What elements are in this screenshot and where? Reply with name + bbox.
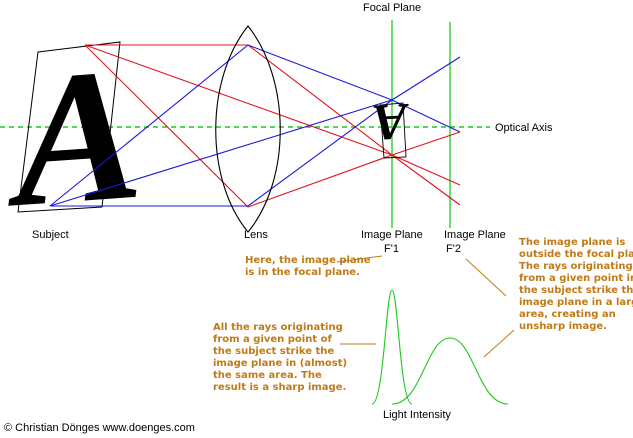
sharp-note-line: result is a sharp image. xyxy=(213,382,346,393)
f2-label: F'2 xyxy=(446,243,461,255)
outside-note-line: outside the focal plane. xyxy=(519,249,633,260)
outside-note-line: image plane in a larger xyxy=(519,297,633,308)
copyright-label: © Christian Dönges www.doenges.com xyxy=(4,422,195,434)
focal-plane-label: Focal Plane xyxy=(363,2,421,14)
focal-note-line: Here, the image plane xyxy=(245,255,371,266)
light-intensity-label: Light Intensity xyxy=(383,409,451,421)
outside-note-leader xyxy=(465,258,507,297)
sharp-note-line: image plane in (almost) xyxy=(213,358,347,369)
outside-note-line: unsharp image. xyxy=(519,321,607,332)
lens-label: Lens xyxy=(244,229,268,241)
focal-note-line: is in the focal plane. xyxy=(245,267,360,278)
outside-note-line: area, creating an xyxy=(519,309,616,320)
outside-note-line: from a given point in xyxy=(519,273,633,284)
sharp-note-line: the subject strike the xyxy=(213,346,334,357)
sharp-note-line: the same area. The xyxy=(213,370,322,381)
image-plane-2-label: Image Plane xyxy=(444,229,506,241)
red-rays xyxy=(84,44,461,208)
focal-note: Here, the image plane is in the focal pl… xyxy=(245,255,374,278)
image-plane-1-label: Image Plane xyxy=(361,229,423,241)
sharp-intensity-curve xyxy=(371,289,413,405)
outside-note: The image plane is outside the focal pla… xyxy=(519,237,633,332)
sharp-note-line: All the rays originating xyxy=(213,322,343,333)
sharp-note-line: from a given point of xyxy=(213,334,332,345)
subject-letter: A xyxy=(0,29,147,248)
image-letter: A xyxy=(371,92,412,151)
f1-label: F'1 xyxy=(384,243,399,255)
optical-axis-label: Optical Axis xyxy=(495,122,553,134)
subject-label: Subject xyxy=(32,229,69,241)
image-frame xyxy=(379,102,407,159)
outside-note-line: The image plane is xyxy=(519,237,625,248)
unsharp-note-leader xyxy=(483,329,515,358)
unsharp-intensity-curve xyxy=(391,337,509,405)
lens-shape xyxy=(215,25,281,233)
outside-note-line: the subject strike the xyxy=(519,285,633,296)
focal-note-leader xyxy=(336,255,383,263)
sharp-note: All the rays originating from a given po… xyxy=(213,322,351,393)
outside-note-line: The rays originating xyxy=(519,261,633,272)
